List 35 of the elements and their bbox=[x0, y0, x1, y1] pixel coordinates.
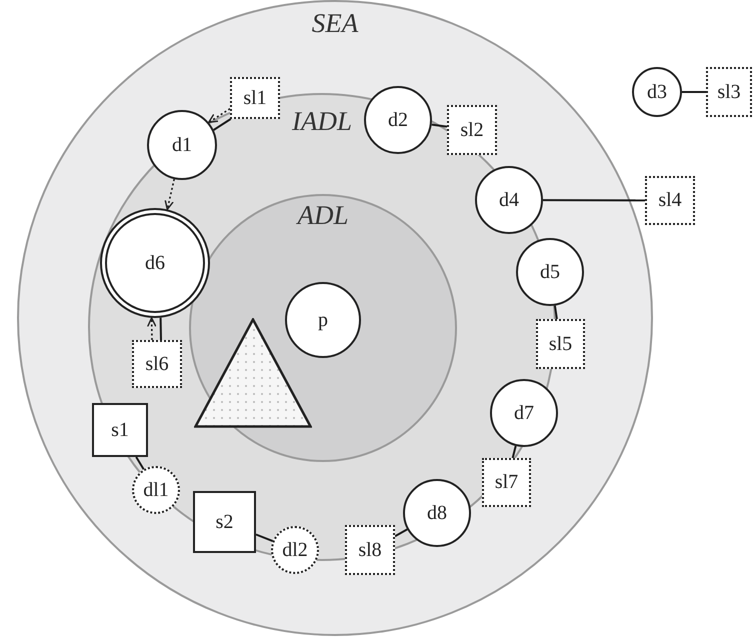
connector-line bbox=[432, 124, 448, 128]
connector-line bbox=[554, 305, 558, 320]
dotted-circle-node: dl1 bbox=[132, 466, 180, 514]
dotted-square-node: sl4 bbox=[645, 176, 695, 225]
square-node: s2 bbox=[193, 491, 256, 553]
double-circle-node: d6 bbox=[100, 208, 210, 318]
zone-label: SEA bbox=[310, 8, 360, 38]
circle-node: d3 bbox=[632, 67, 682, 117]
dotted-square-node: sl8 bbox=[345, 525, 395, 575]
dotted-arrow bbox=[146, 317, 157, 340]
dotted-square-node: sl1 bbox=[230, 77, 280, 119]
circle-node: d1 bbox=[147, 110, 217, 180]
circle-node: d8 bbox=[403, 479, 471, 547]
dotted-arrow bbox=[208, 108, 230, 124]
connector-line bbox=[256, 534, 274, 542]
square-node: s1 bbox=[92, 403, 148, 457]
connector-line bbox=[160, 318, 162, 340]
dotted-square-node: sl2 bbox=[447, 105, 497, 155]
dotted-square-node: sl5 bbox=[536, 319, 585, 369]
dotted-square-node: sl3 bbox=[706, 67, 752, 117]
circle-node: d5 bbox=[516, 238, 584, 306]
connector-line bbox=[682, 91, 706, 93]
dotted-square-node: sl6 bbox=[132, 340, 182, 388]
connector-line bbox=[394, 528, 408, 538]
circle-node: d7 bbox=[490, 379, 558, 447]
connector-line bbox=[512, 446, 517, 458]
dotted-square-node: sl7 bbox=[482, 458, 531, 507]
zone-label: ADL bbox=[295, 200, 350, 230]
connector-line bbox=[213, 118, 232, 131]
zone-label: IADL bbox=[291, 106, 353, 136]
connector-line bbox=[543, 199, 645, 202]
connector-line bbox=[135, 456, 145, 470]
circle-node: d4 bbox=[475, 166, 543, 234]
dotted-arrow bbox=[164, 178, 175, 210]
circle-node: p bbox=[285, 282, 361, 358]
